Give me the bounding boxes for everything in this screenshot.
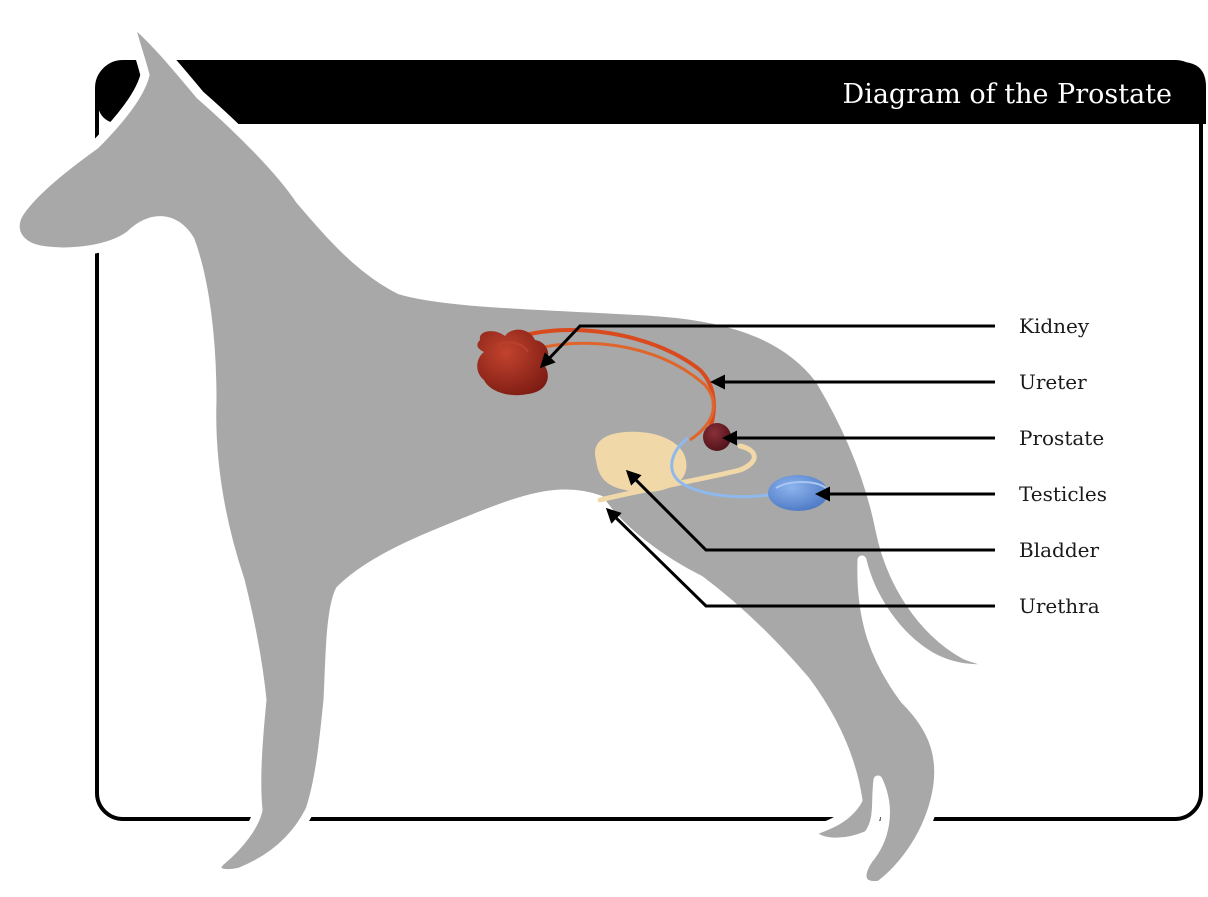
labels: Kidney Ureter Prostate Testicles Bladder…	[1019, 314, 1107, 618]
testicles-label: Testicles	[1019, 482, 1107, 506]
urethra-label: Urethra	[1019, 594, 1100, 618]
ureter-label: Ureter	[1019, 370, 1087, 394]
prostate-label: Prostate	[1019, 426, 1104, 450]
bladder-label: Bladder	[1019, 538, 1099, 562]
dog-silhouette	[15, 20, 1005, 886]
kidney-label: Kidney	[1019, 314, 1090, 338]
diagram-title: Diagram of the Prostate	[843, 79, 1172, 110]
